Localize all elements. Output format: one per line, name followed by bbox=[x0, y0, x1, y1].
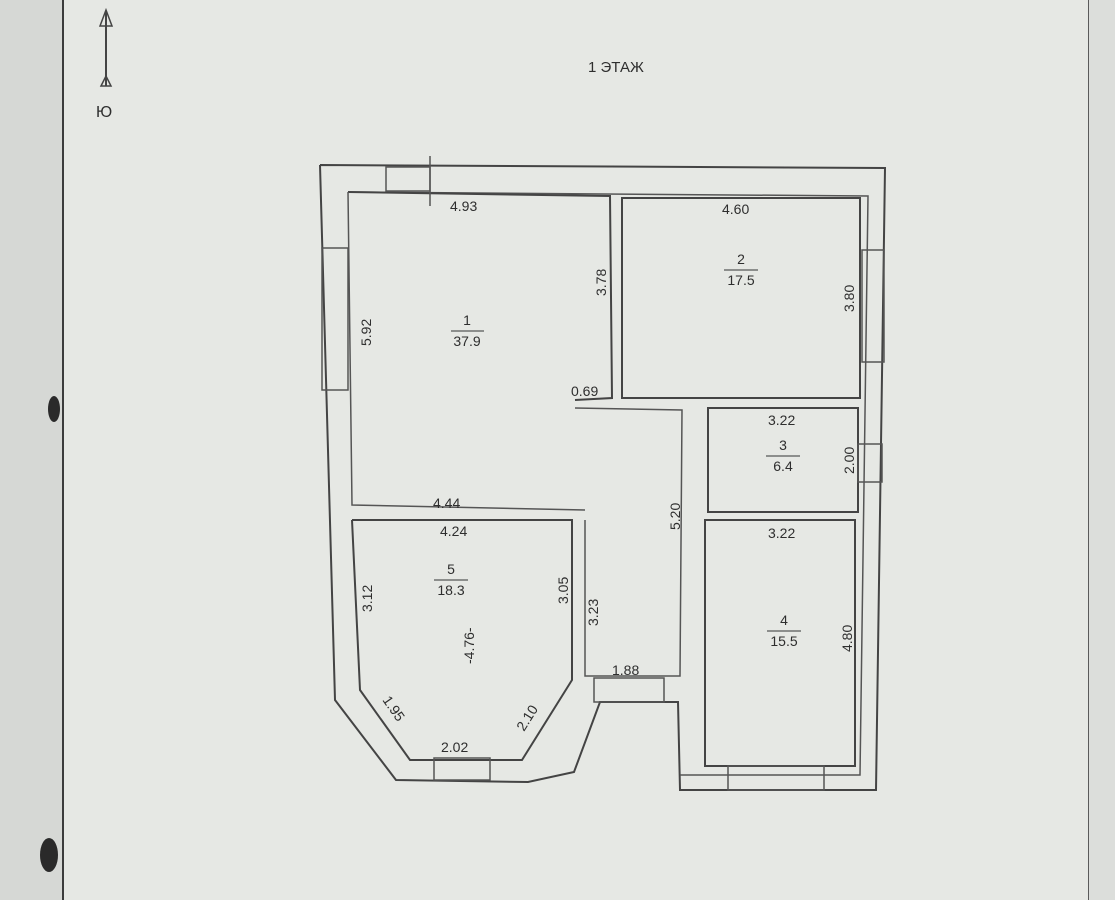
room-5-walls bbox=[351, 519, 573, 761]
room-5-area: 18.3 bbox=[437, 582, 464, 598]
dim-r3-top: 3.22 bbox=[768, 412, 795, 428]
north-label: Ю bbox=[96, 104, 112, 121]
room-3-number: 3 bbox=[779, 437, 787, 453]
plan-sheet bbox=[62, 0, 1094, 900]
room-1-left-wall bbox=[347, 191, 586, 511]
binder-hole-top bbox=[48, 396, 60, 422]
entry-door bbox=[593, 677, 665, 703]
window-right-3 bbox=[857, 443, 883, 483]
room-2-walls bbox=[621, 197, 861, 399]
room-4-number: 4 bbox=[780, 612, 788, 628]
room-2-number: 2 bbox=[737, 251, 745, 267]
dim-corridor: 5.20 bbox=[667, 503, 683, 530]
dim-r4-right: 4.80 bbox=[839, 625, 855, 652]
dim-r1-stub: 0.69 bbox=[571, 383, 598, 399]
left-page-edge bbox=[0, 0, 62, 900]
dim-r1-left: 5.92 bbox=[358, 319, 374, 346]
binder-hole-bottom bbox=[40, 838, 58, 872]
window-bottom-4 bbox=[727, 765, 825, 791]
dim-r1-bottom: 4.44 bbox=[433, 495, 460, 511]
dim-r1-top: 4.93 bbox=[450, 198, 477, 214]
window-top bbox=[385, 166, 431, 192]
room-2-area: 17.5 bbox=[727, 272, 754, 288]
right-page-edge bbox=[1088, 0, 1115, 900]
dim-r5-right: 3.05 bbox=[555, 577, 571, 604]
dim-r4-top: 3.22 bbox=[768, 525, 795, 541]
dim-r5-diag-left: 1.95 bbox=[380, 693, 409, 725]
window-bottom-5 bbox=[433, 757, 491, 781]
partition-wall bbox=[574, 407, 683, 677]
room-4-area: 15.5 bbox=[770, 633, 797, 649]
window-left bbox=[321, 247, 349, 391]
dim-r5-left: 3.12 bbox=[359, 585, 375, 612]
north-arrow-icon bbox=[98, 7, 114, 87]
dim-r1-right: 3.78 bbox=[593, 269, 609, 296]
dim-r2-right: 3.80 bbox=[841, 285, 857, 312]
room-5-number: 5 bbox=[447, 561, 455, 577]
room-3-area: 6.4 bbox=[773, 458, 793, 474]
outer-wall-inner bbox=[347, 191, 869, 776]
dim-r2-top: 4.60 bbox=[722, 201, 749, 217]
dim-r3-right: 2.00 bbox=[841, 447, 857, 474]
outer-wall bbox=[319, 164, 887, 791]
dim-r5-diag-right: 2.10 bbox=[513, 702, 541, 734]
dim-r5-top: 4.24 bbox=[440, 523, 467, 539]
dim-r5-center: -4.76- bbox=[461, 627, 477, 664]
floor-title: 1 ЭТАЖ bbox=[588, 59, 644, 76]
room-1-number: 1 bbox=[463, 312, 471, 328]
room-1-walls bbox=[347, 191, 614, 401]
dim-corridor-right: 3.23 bbox=[585, 599, 601, 626]
window-right-2 bbox=[861, 249, 885, 363]
dim-r5-bottom: 2.02 bbox=[441, 739, 468, 755]
dim-entry: 1.88 bbox=[612, 662, 639, 678]
room-1-area: 37.9 bbox=[453, 333, 480, 349]
